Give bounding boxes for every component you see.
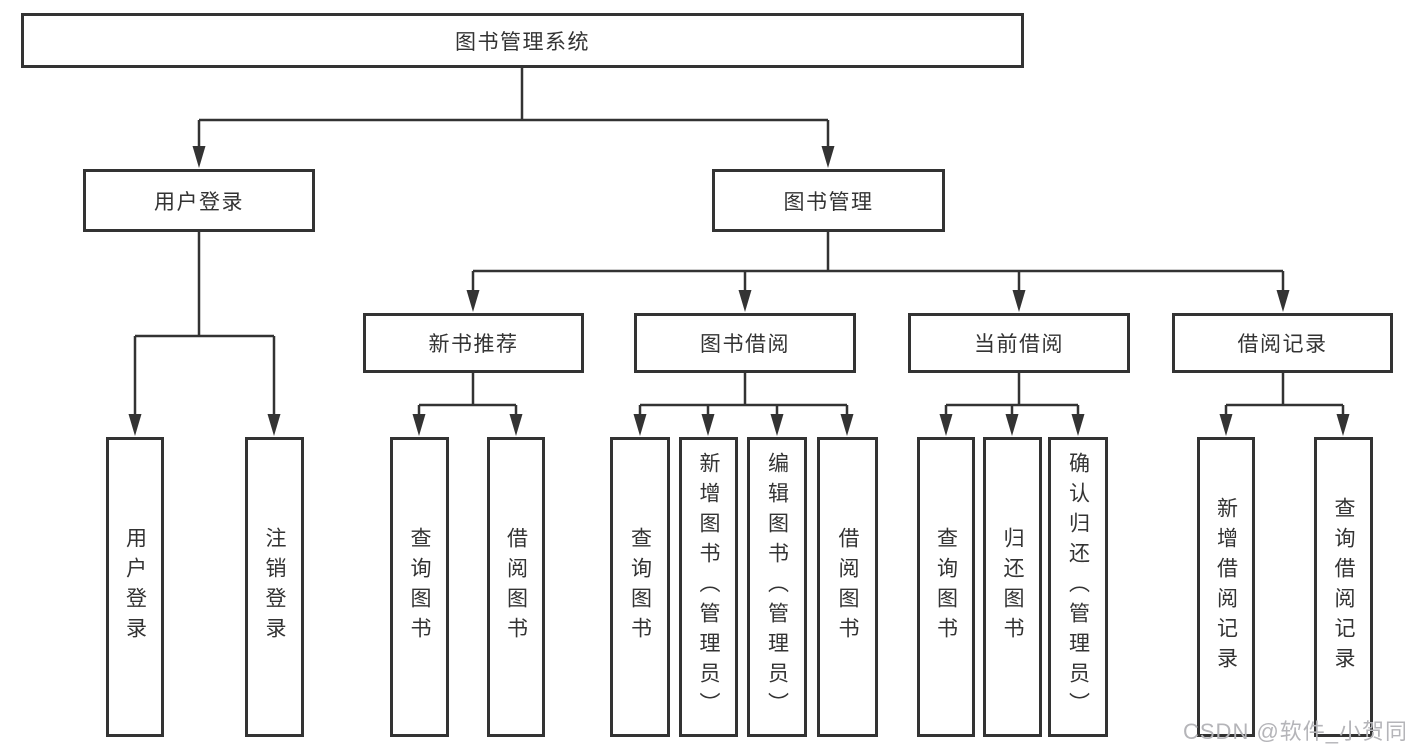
arrowhead <box>466 290 480 312</box>
node-label: 注销登录 <box>263 527 286 647</box>
arrowhead <box>633 414 647 436</box>
node-label: 确认归还（管理员） <box>1066 452 1090 722</box>
arrowheads <box>128 146 1350 436</box>
node-label: 用户登录 <box>123 527 147 647</box>
node-add-borrow-record: 新增借阅记录 <box>1197 437 1255 737</box>
connector-lines <box>133 68 1345 418</box>
arrowhead <box>412 414 426 436</box>
node-logout-leaf: 注销登录 <box>245 437 304 737</box>
node-query-books-recommend: 查询图书 <box>390 437 449 737</box>
arrowhead <box>840 414 854 436</box>
arrowhead <box>701 414 715 436</box>
arrowhead <box>1012 290 1026 312</box>
node-borrow-books-recommend: 借阅图书 <box>487 437 545 737</box>
arrowhead <box>770 414 784 436</box>
arrowhead <box>821 146 835 168</box>
node-query-books-current: 查询图书 <box>917 437 975 737</box>
node-library-management-system: 图书管理系统 <box>21 13 1024 68</box>
arrowhead <box>939 414 953 436</box>
node-edit-book-admin: 编辑图书（管理员） <box>747 437 807 737</box>
node-borrowing-records: 借阅记录 <box>1172 313 1393 373</box>
node-label: 新书推荐 <box>428 333 519 356</box>
arrowhead <box>192 146 206 168</box>
node-borrow-books-leaf: 借阅图书 <box>817 437 878 737</box>
arrowhead <box>267 414 281 436</box>
arrowhead <box>1005 414 1019 436</box>
node-label: 新增借阅记录 <box>1214 497 1238 677</box>
arrowhead <box>128 414 142 436</box>
node-label: 借阅图书 <box>504 527 528 647</box>
node-label: 查询图书 <box>934 527 958 647</box>
node-label: 编辑图书（管理员） <box>765 452 789 722</box>
arrowhead <box>1336 414 1350 436</box>
node-label: 图书借阅 <box>700 333 790 356</box>
node-book-management: 图书管理 <box>712 169 945 232</box>
node-label: 借阅图书 <box>836 527 859 647</box>
node-query-books-borrow: 查询图书 <box>610 437 670 737</box>
node-book-borrowing: 图书借阅 <box>634 313 856 373</box>
node-user-login: 用户登录 <box>83 169 315 232</box>
csdn-watermark: CSDN @软件_小贺同学 <box>1183 719 1405 744</box>
arrowhead <box>509 414 523 436</box>
node-query-borrow-record: 查询借阅记录 <box>1314 437 1373 737</box>
node-add-book-admin: 新增图书（管理员） <box>679 437 738 737</box>
arrowhead <box>1219 414 1233 436</box>
arrowhead <box>1276 290 1290 312</box>
arrowhead <box>1071 414 1085 436</box>
node-label: 图书管理系统 <box>455 30 590 54</box>
node-label: 图书管理 <box>783 190 874 214</box>
node-label: 新增图书（管理员） <box>697 452 720 722</box>
node-confirm-return-admin: 确认归还（管理员） <box>1048 437 1108 737</box>
node-return-books: 归还图书 <box>983 437 1042 737</box>
node-label: 查询图书 <box>628 527 652 647</box>
node-user-login-leaf: 用户登录 <box>106 437 164 737</box>
node-label: 查询借阅记录 <box>1332 497 1355 677</box>
arrowhead <box>738 290 752 312</box>
node-label: 当前借阅 <box>974 333 1064 356</box>
node-label: 借阅记录 <box>1237 333 1328 356</box>
node-label: 用户登录 <box>154 190 244 214</box>
node-current-borrowing: 当前借阅 <box>908 313 1130 373</box>
node-label: 归还图书 <box>1001 527 1024 647</box>
node-new-book-recommendation: 新书推荐 <box>363 313 584 373</box>
node-label: 查询图书 <box>408 527 431 647</box>
